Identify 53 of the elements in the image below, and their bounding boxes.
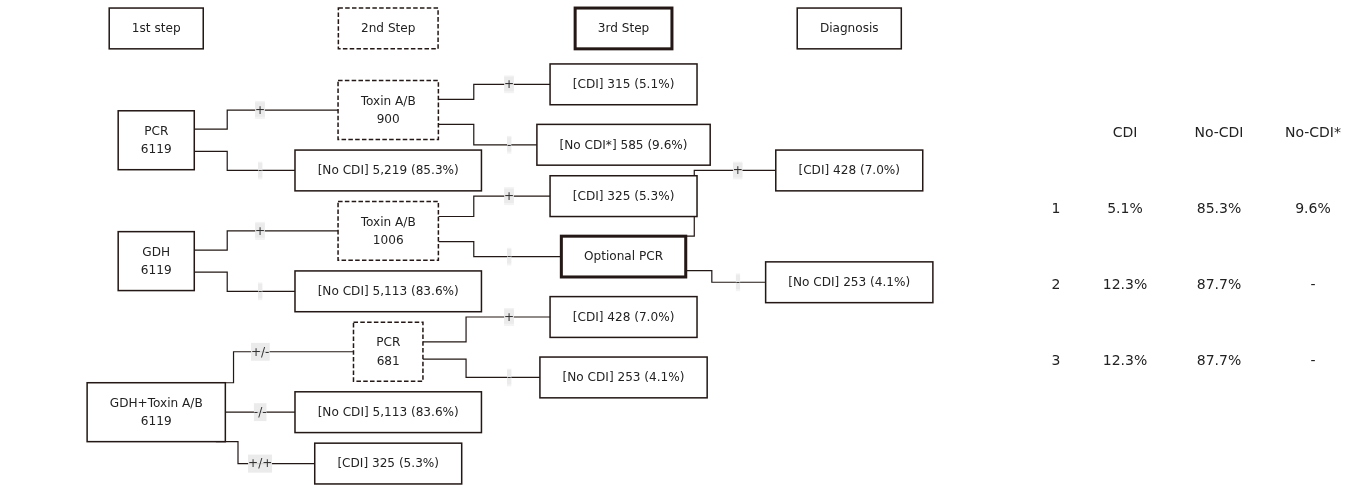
node-box: 2nd Step bbox=[337, 7, 439, 50]
node-box: 3rd Step bbox=[573, 6, 674, 51]
node-box: GDH+Toxin A/B 6119 bbox=[86, 381, 227, 443]
node-box: GDH 6119 bbox=[117, 230, 196, 292]
node-box: Toxin A/B 1006 bbox=[337, 200, 440, 262]
node-box: PCR 6119 bbox=[117, 110, 196, 171]
row-number: 1 bbox=[1050, 200, 1062, 216]
node-box: [CDI] 315 (5.1%) bbox=[549, 63, 698, 106]
percentage-value: 12.3% bbox=[1101, 276, 1149, 292]
edge-label: +/- bbox=[250, 344, 270, 359]
node-box: [No CDI*] 585 (9.6%) bbox=[536, 123, 711, 166]
node-box: [No CDI] 5,219 (85.3%) bbox=[294, 149, 483, 192]
edge-label: - bbox=[506, 137, 512, 152]
node-box: 1st step bbox=[108, 7, 204, 50]
node-box: [CDI] 428 (7.0%) bbox=[549, 295, 698, 339]
percentage-value: 9.6% bbox=[1294, 200, 1332, 216]
row-number: 3 bbox=[1050, 352, 1062, 368]
column-header: No-CDI bbox=[1193, 124, 1245, 140]
edge-label: -/- bbox=[253, 404, 267, 419]
node-box: Diagnosis bbox=[796, 7, 903, 50]
percentage-value: 5.1% bbox=[1106, 200, 1144, 216]
percentage-value: 87.7% bbox=[1195, 352, 1243, 368]
percentage-value: - bbox=[1309, 276, 1317, 292]
percentage-value: 85.3% bbox=[1195, 200, 1243, 216]
node-box: [CDI] 325 (5.3%) bbox=[549, 175, 698, 218]
percentage-value: 87.7% bbox=[1195, 276, 1243, 292]
edge-label: + bbox=[255, 223, 266, 238]
edge-label: +/+ bbox=[248, 456, 273, 471]
node-box: PCR 681 bbox=[352, 321, 424, 382]
node-box: [CDI] 428 (7.0%) bbox=[775, 149, 924, 192]
edge-label: - bbox=[257, 162, 263, 178]
edge-label: - bbox=[735, 274, 741, 290]
edge-label: + bbox=[504, 309, 515, 324]
percentage-value: 12.3% bbox=[1101, 352, 1149, 368]
percentage-value: - bbox=[1309, 352, 1317, 368]
edge-label: - bbox=[506, 249, 512, 264]
edge-label: - bbox=[257, 283, 263, 299]
column-header: No-CDI* bbox=[1283, 124, 1342, 140]
node-box: [CDI] 325 (5.3%) bbox=[314, 442, 463, 485]
node-box: [No CDI] 5,113 (83.6%) bbox=[294, 391, 483, 434]
row-number: 2 bbox=[1050, 276, 1062, 292]
node-box: Toxin A/B 900 bbox=[337, 79, 440, 141]
edge-label: - bbox=[506, 369, 512, 385]
edge-label: + bbox=[732, 162, 743, 178]
connector bbox=[422, 316, 551, 343]
edge-label: + bbox=[255, 102, 266, 117]
node-box: [No CDI] 5,113 (83.6%) bbox=[294, 270, 483, 313]
node-box: Optional PCR bbox=[559, 234, 688, 279]
node-box: [No CDI] 253 (4.1%) bbox=[764, 261, 934, 304]
edge-label: + bbox=[504, 188, 515, 203]
edge-label: + bbox=[504, 76, 515, 92]
node-box: [No CDI] 253 (4.1%) bbox=[539, 356, 708, 399]
column-header: CDI bbox=[1111, 124, 1139, 140]
